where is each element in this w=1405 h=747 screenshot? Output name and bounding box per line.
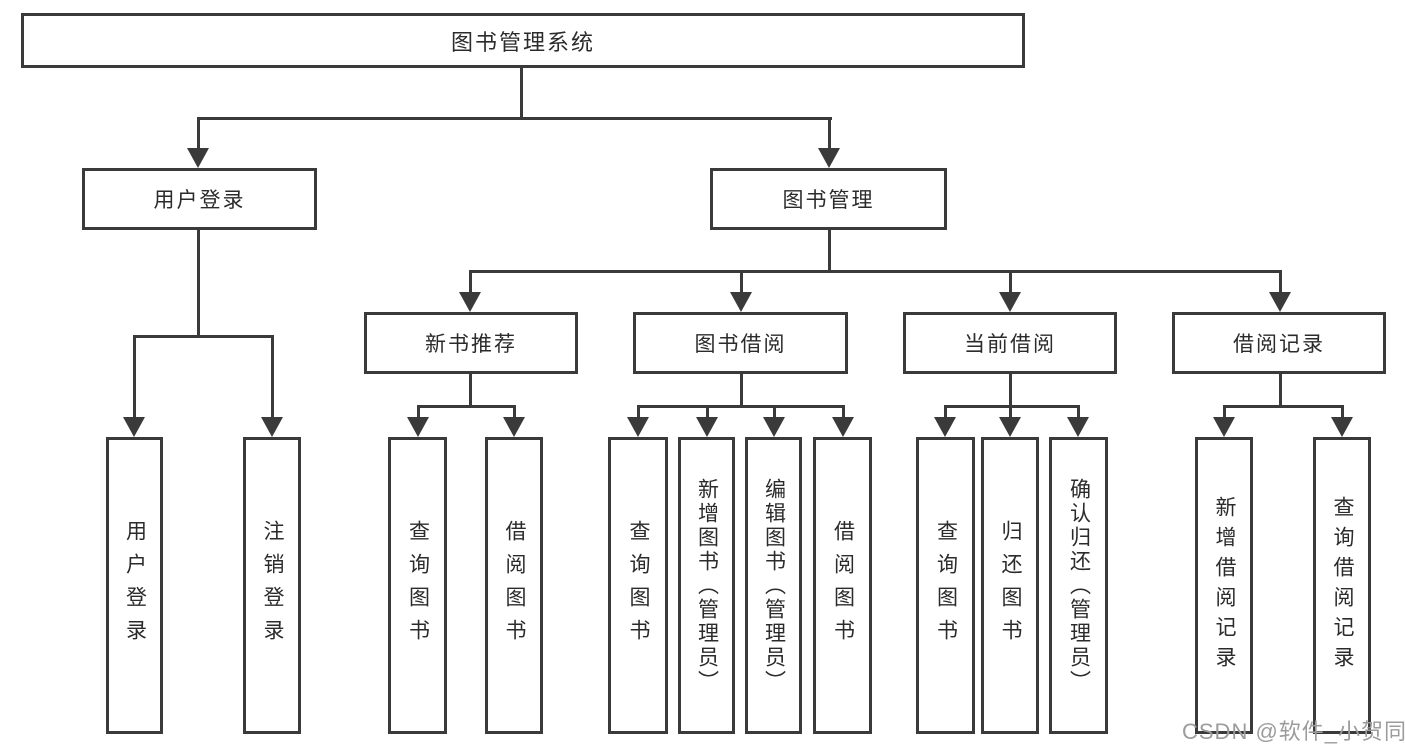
arrow-stem-borrow-records bbox=[1279, 270, 1282, 294]
leaf-add-books-admin-label: 新增图书（管理员） bbox=[695, 477, 719, 694]
node-library-system-label: 图书管理系统 bbox=[450, 29, 595, 55]
arrow-down-icon bbox=[407, 417, 429, 437]
leaf-query-borrow-record-label: 查询借阅记录 bbox=[1331, 495, 1354, 676]
node-book-management: 图书管理 bbox=[710, 168, 947, 230]
arrow-stem-new-book bbox=[469, 270, 472, 294]
connector-bookmgmt-drop bbox=[828, 229, 831, 272]
leaf-confirm-return-admin: 确认归还（管理员） bbox=[1049, 437, 1108, 734]
connector-bookborrow-drop bbox=[740, 372, 743, 407]
arrow-stem-leaf-return-books bbox=[1009, 405, 1012, 419]
arrow-down-icon bbox=[123, 417, 145, 437]
leaf-borrow-books-recommend: 借阅图书 bbox=[485, 437, 543, 734]
leaf-query-borrow-record: 查询借阅记录 bbox=[1313, 437, 1371, 734]
connector-currentborrow-drop bbox=[1009, 372, 1012, 407]
leaf-add-borrow-record-label: 新增借阅记录 bbox=[1213, 495, 1236, 676]
connector-records-bus bbox=[1223, 405, 1344, 408]
arrow-stem-leaf-query-current bbox=[944, 405, 947, 419]
arrow-down-icon bbox=[999, 417, 1021, 437]
arrow-stem-leaf-add-books bbox=[706, 405, 709, 419]
leaf-add-books-admin: 新增图书（管理员） bbox=[678, 437, 735, 734]
leaf-return-books: 归还图书 bbox=[981, 437, 1039, 734]
leaf-return-books-label: 归还图书 bbox=[999, 519, 1022, 652]
arrow-stem-current-borrow bbox=[1009, 270, 1012, 294]
leaf-query-books-borrow-label: 查询图书 bbox=[627, 519, 650, 652]
connector-newbook-drop bbox=[469, 372, 472, 407]
node-book-borrow: 图书借阅 bbox=[633, 312, 848, 374]
connector-newbook-bus bbox=[417, 405, 516, 408]
leaf-edit-books-admin-label: 编辑图书（管理员） bbox=[762, 477, 786, 694]
leaf-query-books-recommend: 查询图书 bbox=[388, 437, 447, 734]
node-new-book-recommend: 新书推荐 bbox=[364, 312, 578, 374]
arrow-down-icon bbox=[696, 417, 718, 437]
node-book-management-label: 图书管理 bbox=[782, 189, 875, 212]
arrow-down-icon bbox=[934, 417, 956, 437]
leaf-confirm-return-admin-label: 确认归还（管理员） bbox=[1067, 477, 1091, 694]
arrow-stem-leaf-logout bbox=[271, 335, 274, 419]
node-library-system: 图书管理系统 bbox=[21, 13, 1025, 68]
leaf-logout-label: 注销登录 bbox=[261, 519, 284, 652]
node-new-book-recommend-label: 新书推荐 bbox=[425, 333, 517, 356]
arrow-stem-leaf-add-record bbox=[1223, 405, 1226, 419]
arrow-down-icon bbox=[627, 417, 649, 437]
leaf-query-books-borrow: 查询图书 bbox=[608, 437, 668, 734]
arrow-down-icon bbox=[503, 417, 525, 437]
arrow-stem-user-login bbox=[197, 117, 200, 150]
connector-bookborrow-bus bbox=[637, 405, 845, 408]
arrow-down-icon bbox=[459, 292, 481, 312]
leaf-borrow-books-recommend-label: 借阅图书 bbox=[503, 519, 526, 652]
arrow-stem-leaf-confirm-return bbox=[1077, 405, 1080, 419]
arrow-down-icon bbox=[1331, 417, 1353, 437]
node-borrow-records: 借阅记录 bbox=[1172, 312, 1386, 374]
leaf-borrow-books-label: 借阅图书 bbox=[831, 519, 855, 652]
arrow-stem-book-borrow bbox=[740, 270, 743, 294]
arrow-down-icon bbox=[818, 148, 840, 168]
arrow-stem-leaf-query-record bbox=[1341, 405, 1344, 419]
arrow-stem-leaf-user-login bbox=[133, 335, 136, 419]
leaf-query-books-recommend-label: 查询图书 bbox=[406, 519, 430, 652]
connector-records-drop bbox=[1279, 372, 1282, 407]
connector-bookmgmt-bus bbox=[469, 270, 1282, 273]
node-borrow-records-label: 借阅记录 bbox=[1233, 333, 1325, 356]
leaf-query-books-current: 查询图书 bbox=[916, 437, 975, 734]
arrow-stem-leaf-borrow-books bbox=[842, 405, 845, 419]
connector-userlogin-bus bbox=[133, 335, 274, 338]
connector-userlogin-drop bbox=[197, 229, 200, 336]
arrow-down-icon bbox=[832, 417, 854, 437]
node-book-borrow-label: 图书借阅 bbox=[694, 333, 787, 356]
arrow-down-icon bbox=[730, 292, 752, 312]
leaf-user-login: 用户登录 bbox=[106, 437, 163, 734]
leaf-borrow-books: 借阅图书 bbox=[813, 437, 872, 734]
node-current-borrow: 当前借阅 bbox=[903, 312, 1117, 374]
node-user-login-label: 用户登录 bbox=[153, 189, 246, 212]
arrow-stem-leaf-query-recommend bbox=[417, 405, 420, 419]
node-user-login: 用户登录 bbox=[82, 168, 317, 230]
arrow-stem-book-management bbox=[828, 117, 831, 150]
arrow-stem-leaf-edit-books bbox=[773, 405, 776, 419]
node-current-borrow-label: 当前借阅 bbox=[964, 333, 1056, 356]
arrow-down-icon bbox=[1067, 417, 1089, 437]
arrow-down-icon bbox=[999, 292, 1021, 312]
arrow-down-icon bbox=[1269, 292, 1291, 312]
arrow-down-icon bbox=[763, 417, 785, 437]
leaf-user-login-label: 用户登录 bbox=[123, 519, 147, 652]
arrow-down-icon bbox=[187, 148, 209, 168]
arrow-stem-leaf-query-borrow bbox=[637, 405, 640, 419]
leaf-add-borrow-record: 新增借阅记录 bbox=[1195, 437, 1253, 734]
connector-root-bus bbox=[197, 117, 832, 120]
leaf-logout: 注销登录 bbox=[243, 437, 301, 734]
connector-root-drop bbox=[520, 66, 523, 118]
leaf-edit-books-admin: 编辑图书（管理员） bbox=[745, 437, 802, 734]
arrow-down-icon bbox=[1213, 417, 1235, 437]
watermark: CSDN @软件_小贺同学 bbox=[1182, 719, 1405, 744]
leaf-query-books-current-label: 查询图书 bbox=[934, 519, 958, 652]
arrow-down-icon bbox=[261, 417, 283, 437]
arrow-stem-leaf-borrow-recommend bbox=[513, 405, 516, 419]
